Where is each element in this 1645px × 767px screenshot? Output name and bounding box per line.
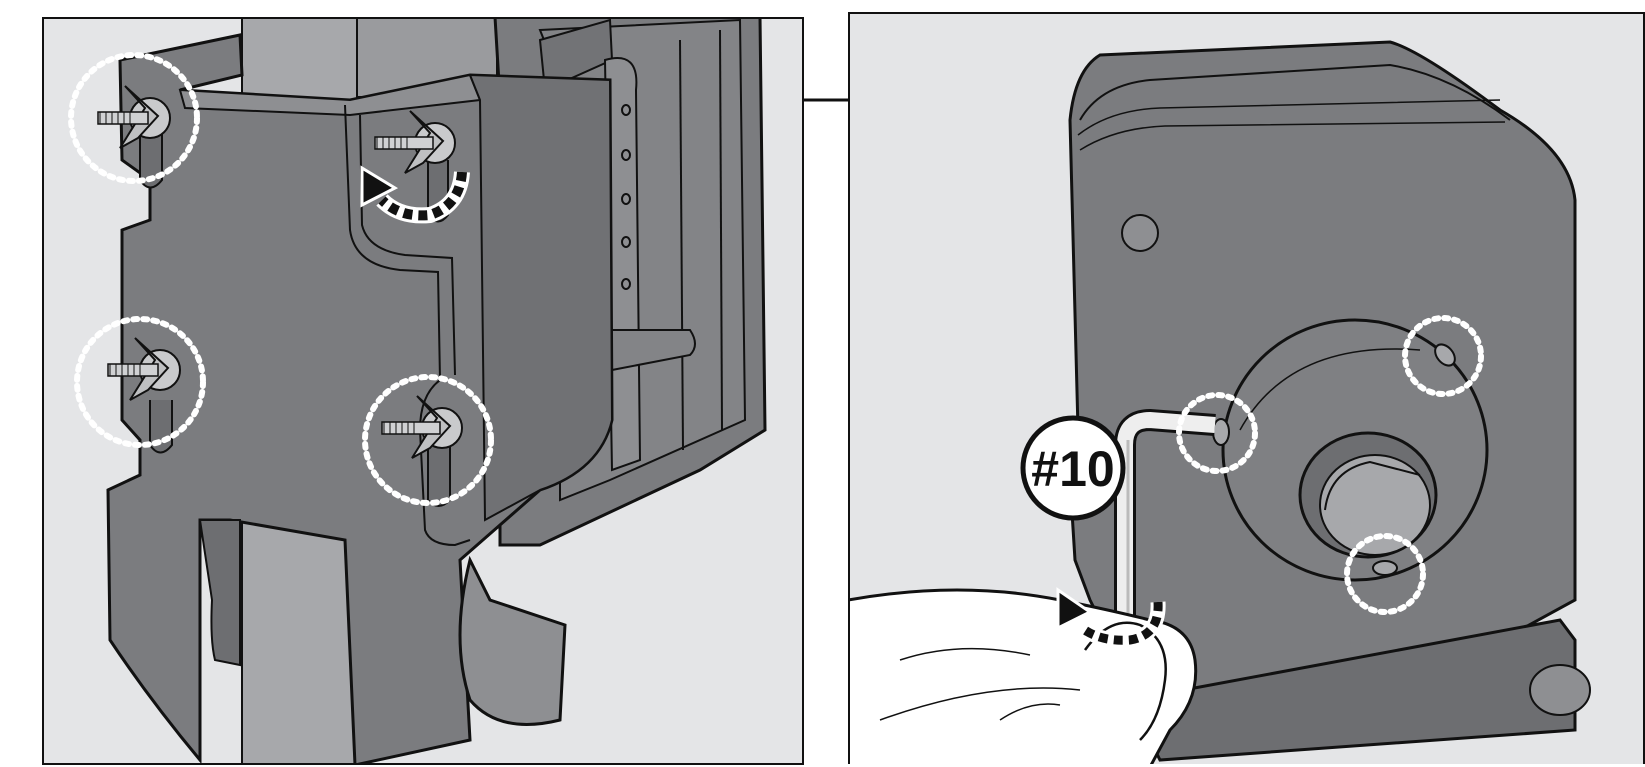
front-bracket — [108, 35, 612, 765]
hex-key-size-label: #10 — [1031, 441, 1114, 497]
left-panel — [42, 17, 804, 767]
right-panel: #10 — [848, 12, 1645, 767]
mount-hole — [1122, 215, 1158, 251]
hex-key-size-callout: #10 — [1023, 418, 1123, 518]
